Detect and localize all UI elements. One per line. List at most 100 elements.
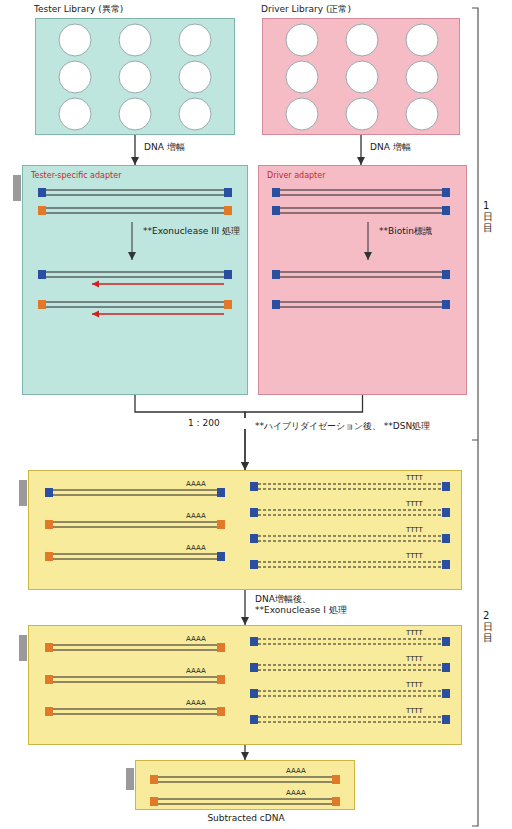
adapter-block	[224, 206, 232, 215]
dna-strand	[158, 799, 332, 800]
adapter-block	[250, 560, 258, 569]
dna-strand	[53, 650, 217, 651]
dna-strand	[258, 696, 442, 697]
dna-strand	[53, 559, 217, 560]
adapter-block	[45, 552, 53, 561]
adapter-block	[272, 300, 280, 309]
dna-strand	[46, 272, 224, 273]
sequence-label: TTTT	[406, 526, 436, 534]
adapter-block	[250, 715, 258, 724]
dna-strand	[258, 691, 442, 692]
sequence-label: AAAA	[186, 699, 216, 707]
adapter-block	[150, 775, 158, 784]
adapter-block	[45, 707, 53, 716]
dna-strand	[46, 277, 224, 278]
plate-well	[119, 98, 151, 130]
adapter-block	[250, 663, 258, 672]
adapter-block	[442, 663, 450, 672]
panel-heading: Subtracted cDNA	[136, 813, 356, 824]
adapter-block	[217, 520, 225, 529]
arrow-label: DNA増幅後、 **Exonuclease I 処理	[253, 594, 379, 616]
plate-well	[119, 61, 151, 93]
dna-strand	[258, 536, 442, 537]
sequence-label: TTTT	[406, 552, 436, 560]
sequence-label: TTTT	[406, 629, 436, 637]
process-panel: AAAAAAAAAAAATTTTTTTTTTTTTTTT	[28, 625, 462, 745]
adapter-block	[442, 206, 450, 215]
adapter-block	[38, 188, 46, 197]
sequence-label: AAAA	[186, 512, 216, 520]
process-note: **Biotin標識	[379, 226, 463, 237]
dna-strand	[53, 645, 217, 646]
sequence-label: AAAA	[186, 635, 216, 643]
adapter-note: Driver adapter	[267, 171, 457, 181]
adapter-block	[442, 188, 450, 197]
sequence-label: AAAA	[186, 480, 216, 488]
dna-strand	[258, 541, 442, 542]
dna-strand	[258, 489, 442, 490]
plate-well	[346, 98, 378, 130]
dna-strand	[280, 302, 442, 303]
sequence-label: AAAA	[286, 789, 316, 797]
dna-strand	[258, 665, 442, 666]
library-plate: Tester Library (異常)	[35, 18, 235, 135]
flow-arrow	[245, 395, 363, 470]
dna-strand	[258, 717, 442, 718]
dna-strand	[258, 562, 442, 563]
process-note: **Exonuclease III 処理	[143, 226, 245, 237]
adapter-block	[250, 637, 258, 646]
panel-heading: Tester Library (異常)	[34, 4, 238, 15]
adapter-block	[442, 482, 450, 491]
dna-strand	[258, 510, 442, 511]
adapter-block	[272, 206, 280, 215]
dna-strand	[53, 714, 217, 715]
side-tab	[13, 175, 21, 201]
plate-well	[286, 98, 318, 130]
adapter-block	[224, 300, 232, 309]
adapter-block	[442, 300, 450, 309]
digestion-arrow	[92, 283, 224, 284]
plate-well	[406, 98, 438, 130]
adapter-block	[150, 797, 158, 806]
dna-strand	[53, 709, 217, 710]
adapter-block	[442, 560, 450, 569]
step-bracket	[472, 8, 478, 826]
sequence-label: TTTT	[406, 681, 436, 689]
plate-well	[346, 61, 378, 93]
adapter-block	[217, 488, 225, 497]
adapter-block	[38, 206, 46, 215]
library-plate: Driver Library (正常)	[262, 18, 460, 135]
panel-heading: Driver Library (正常)	[261, 4, 463, 15]
dna-strand	[258, 567, 442, 568]
dna-strand	[53, 677, 217, 678]
dna-strand	[280, 307, 442, 308]
dna-strand	[53, 495, 217, 496]
adapter-block	[217, 707, 225, 716]
adapter-block	[38, 270, 46, 279]
dna-strand	[53, 490, 217, 491]
arrow-label: DNA 増幅	[368, 142, 452, 153]
plate-well	[406, 24, 438, 56]
adapter-block	[272, 270, 280, 279]
flow-arrow	[360, 135, 361, 165]
plate-well	[179, 98, 211, 130]
adapter-block	[442, 508, 450, 517]
process-panel: Tester-specific adapter**Exonuclease III…	[22, 165, 248, 395]
dna-strand	[280, 272, 442, 273]
dna-strand	[258, 515, 442, 516]
dna-strand	[280, 208, 442, 209]
flow-arrow	[244, 745, 245, 760]
dna-strand	[280, 277, 442, 278]
adapter-block	[442, 270, 450, 279]
adapter-block	[250, 482, 258, 491]
digestion-arrow	[92, 313, 224, 314]
plate-well	[59, 61, 91, 93]
adapter-block	[250, 534, 258, 543]
dna-strand	[158, 782, 332, 783]
dna-strand	[258, 484, 442, 485]
side-tab	[19, 480, 27, 506]
step-label: 1日目	[483, 200, 493, 233]
